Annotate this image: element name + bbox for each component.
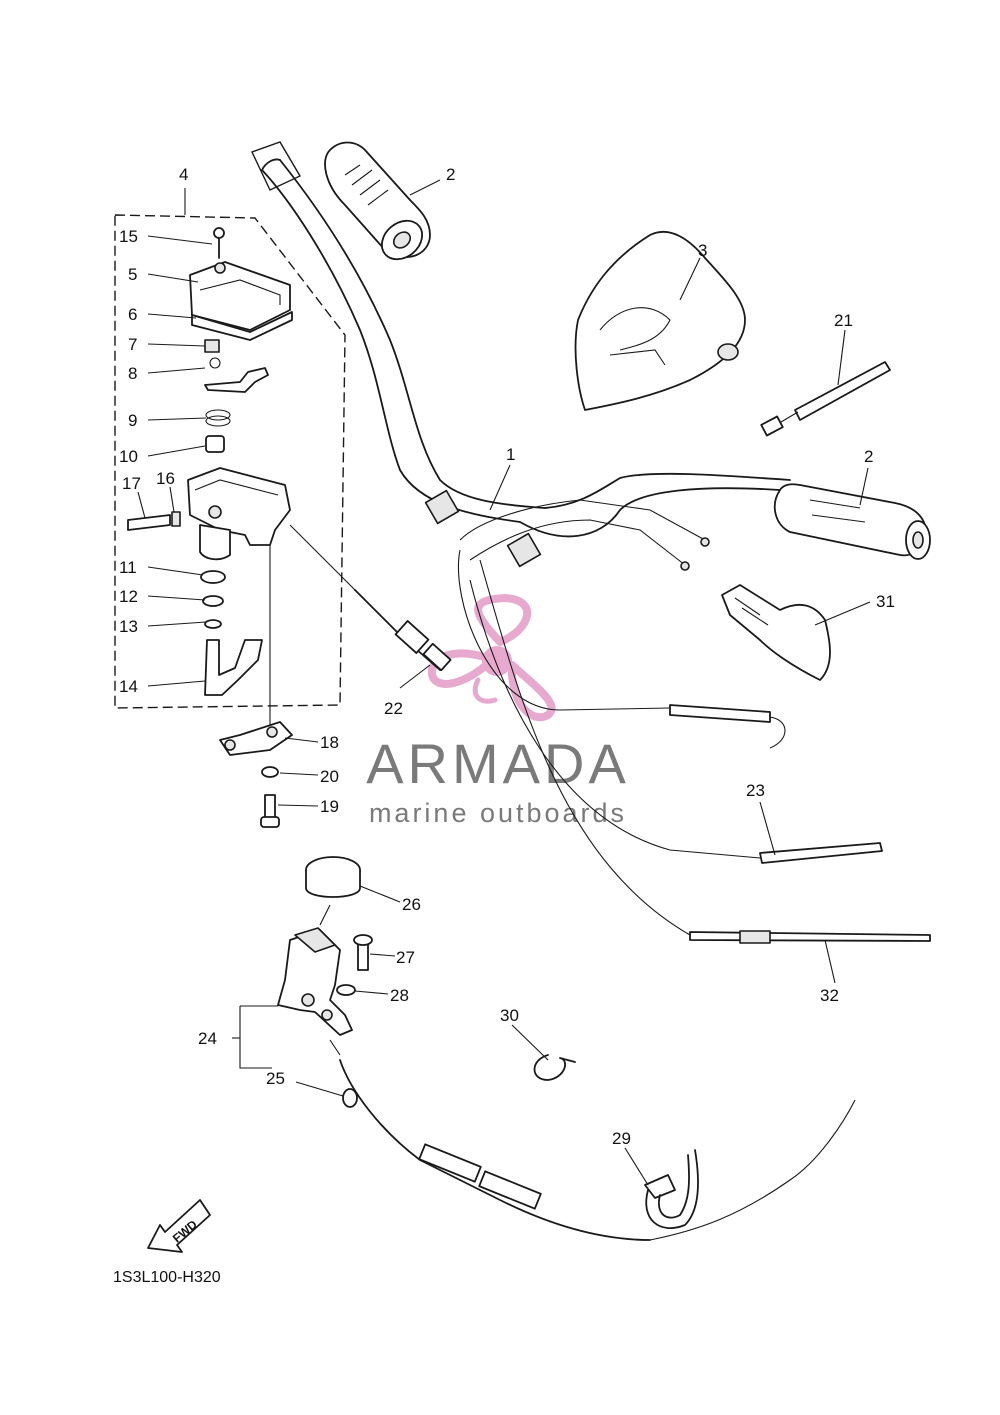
- right-grip: [773, 483, 931, 560]
- callout-4: 4: [179, 165, 188, 184]
- band: [644, 1149, 699, 1229]
- callout-10: 10: [119, 447, 138, 466]
- handlebar-cover: [574, 230, 746, 411]
- callout-19: 19: [320, 797, 339, 816]
- leader-lines: [137, 179, 871, 1186]
- callout-3: 3: [698, 241, 707, 260]
- callout-11: 11: [119, 558, 137, 577]
- callout-5: 5: [128, 265, 137, 284]
- callout-31: 31: [876, 592, 895, 611]
- boot: [721, 584, 831, 681]
- callout-22: 22: [384, 699, 403, 718]
- callout-12: 12: [119, 587, 138, 606]
- callout-7: 7: [128, 335, 137, 354]
- callout-23: 23: [746, 781, 765, 800]
- callout-32: 32: [820, 986, 839, 1005]
- propeller-logo-icon: [428, 593, 556, 721]
- callout-24: 24: [198, 1029, 217, 1048]
- callout-27: 27: [396, 948, 415, 967]
- clip: [533, 1054, 576, 1081]
- callout-9: 9: [128, 411, 137, 430]
- left-grip: [324, 141, 431, 261]
- watermark: ARMADA marine outboards: [366, 593, 630, 828]
- callout-29: 29: [612, 1129, 631, 1148]
- callout-15: 15: [119, 227, 138, 246]
- callout-1: 1: [506, 445, 515, 464]
- cable-tie: [760, 361, 891, 437]
- callout-8: 8: [128, 364, 137, 383]
- fwd-arrow-icon: FWD: [147, 1199, 211, 1253]
- cable-23: [458, 549, 883, 864]
- callout-26: 26: [402, 895, 421, 914]
- watermark-title: ARMADA: [366, 732, 630, 795]
- callout-6: 6: [128, 305, 137, 324]
- callout-13: 13: [119, 617, 138, 636]
- callout-25: 25: [266, 1069, 285, 1088]
- bar-cables: [459, 499, 710, 571]
- handlebar-clamp: [219, 721, 293, 828]
- cable-25: [329, 1039, 856, 1241]
- callout-14: 14: [119, 677, 138, 696]
- handlebar: [251, 141, 791, 568]
- throttle-assembly: [114, 214, 346, 730]
- callout-21: 21: [834, 311, 853, 330]
- callout-30: 30: [500, 1006, 519, 1025]
- diagram-code: 1S3L100-H320: [113, 1269, 221, 1286]
- callout-28: 28: [390, 986, 409, 1005]
- callout-16: 16: [156, 469, 175, 488]
- watermark-subtitle: marine outboards: [369, 798, 627, 828]
- switch-assembly: [277, 856, 373, 1036]
- callout-17: 17: [122, 474, 141, 493]
- callout-18: 18: [320, 733, 339, 752]
- callouts: 1 2 2 3 4 5 6 7 8 9 10 11 12 13 14 15 16…: [119, 165, 895, 1148]
- cable-32: [479, 559, 931, 944]
- callout-2-right-grip: 2: [864, 447, 873, 466]
- callout-2-left-grip: 2: [446, 165, 455, 184]
- callout-20: 20: [320, 767, 339, 786]
- throttle-cable: [289, 524, 452, 672]
